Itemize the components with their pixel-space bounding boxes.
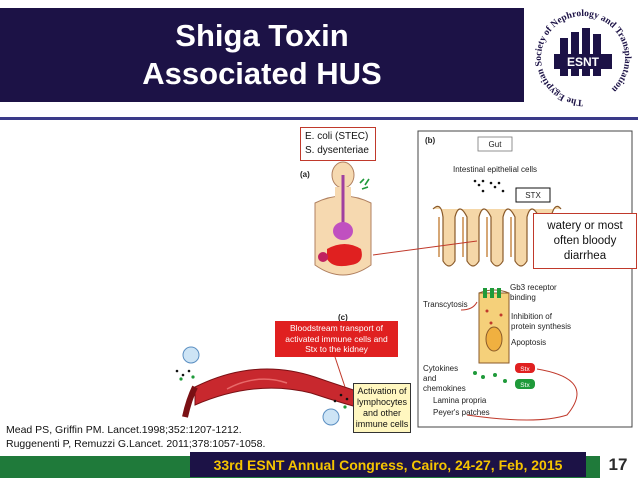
slide-title-line1: Shiga Toxin [175, 18, 349, 53]
esnt-logo: The Egyptian Society of Nephrology and T… [533, 8, 633, 108]
inhibition-line1: Inhibition of [511, 312, 553, 321]
peyers-patches-label: Peyer's patches [433, 408, 490, 417]
cytokines-line2: and [423, 374, 436, 383]
cause-line1: E. coli (STEC) [305, 131, 369, 142]
activation-line3: and other [362, 408, 402, 418]
logo-text: ESNT [567, 55, 600, 69]
cause-box: E. coli (STEC) S. dysenteriae [300, 127, 376, 161]
bacteria-dots [473, 179, 505, 193]
stx-tag: Stx [520, 366, 530, 373]
human-torso-figure [314, 161, 372, 276]
activation-line2: lymphocytes [356, 397, 408, 407]
apoptosis-label: Apoptosis [511, 338, 546, 347]
gb3-label-line2: binding [510, 293, 536, 302]
bloodstream-line2: activated immune cells and [285, 333, 388, 344]
reference-1: Mead PS, Griffin PM. Lancet.1998;352:120… [6, 424, 242, 436]
pathogenesis-diagram: (b) Gut Intestinal epithelial cells STX … [175, 130, 633, 428]
references: Mead PS, Griffin PM. Lancet.1998;352:120… [6, 423, 265, 451]
activation-line1: Activation of [357, 386, 407, 396]
intestinal-cells-label: Intestinal epithelial cells [453, 165, 537, 174]
panel-b-label: (b) [425, 136, 436, 145]
transcytosis-label: Transcytosis [423, 300, 468, 309]
panel-a-label: (a) [300, 170, 310, 179]
page-number: 17 [608, 455, 628, 474]
inhibition-line2: protein synthesis [511, 322, 571, 331]
symptom-box: watery or most often bloody diarrhea [533, 213, 637, 269]
gb3-label-line1: Gb3 receptor [510, 283, 557, 292]
cytokines-line3: chemokines [423, 384, 466, 393]
activation-line4: immune cells [355, 419, 409, 429]
reference-2: Ruggenenti P, Remuzzi G.Lancet. 2011;378… [6, 438, 266, 450]
bloodstream-line3: Stx to the kidney [305, 344, 368, 355]
bloodstream-box: Bloodstream transport of activated immun… [275, 321, 398, 357]
lamina-propria-label: Lamina propria [433, 396, 487, 405]
symptom-line1: watery or most [547, 219, 623, 232]
panel-c-label: (c) [338, 313, 348, 322]
gut-label: Gut [489, 140, 503, 149]
header-divider [0, 117, 638, 120]
symptom-line3: diarrhea [563, 249, 607, 262]
activation-box: Activation of lymphocytes and other immu… [353, 383, 411, 433]
cytokines-line1: Cytokines [423, 364, 458, 373]
cause-line2: S. dysenteriae [305, 145, 369, 156]
slide-title-box: Shiga Toxin Associated HUS [0, 8, 524, 102]
bloodstream-line1: Bloodstream transport of [289, 323, 384, 334]
stx-label: STX [525, 191, 541, 200]
congress-banner: 33rd ESNT Annual Congress, Cairo, 24-27,… [190, 452, 586, 477]
stx-tag-green: Stx [520, 382, 530, 389]
symptom-line2: often bloody [553, 234, 617, 247]
slide-title-line2: Associated HUS [142, 56, 382, 91]
